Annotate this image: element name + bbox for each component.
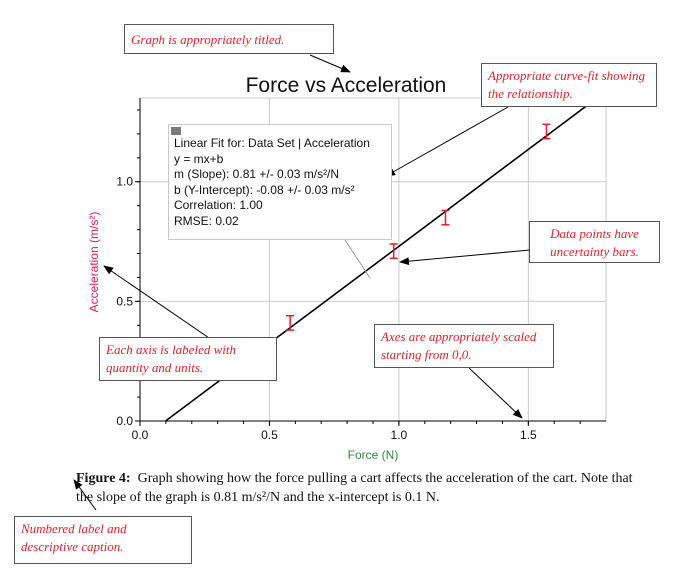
- data-point-error-bar: [441, 209, 450, 226]
- figure-caption: Figure 4: Graph showing how the force pu…: [76, 469, 636, 507]
- caption-callout: Numbered label and descriptive caption.: [14, 516, 192, 564]
- y-tick-label: 0.0: [116, 414, 133, 428]
- data-point-error-bar: [286, 314, 295, 331]
- chart-title: Force vs Acceleration: [246, 74, 447, 97]
- figure-caption-text: Graph showing how the force pulling a ca…: [76, 471, 633, 505]
- x-tick-label: 1.0: [391, 428, 408, 442]
- x-axis-label: Force (N): [348, 448, 399, 462]
- fit-box-connector: [344, 239, 371, 279]
- y-tick-label: 1.0: [116, 175, 133, 189]
- figure-label: Figure 4:: [76, 471, 131, 486]
- uncertainty-callout: Data points have uncertainty bars.: [529, 221, 660, 263]
- data-point-error-bar: [542, 123, 551, 140]
- tick-labels: 0.0 0.5 1.0 1.5 0.0 0.5 1.0: [116, 175, 537, 442]
- x-tick-label: 0.0: [132, 428, 149, 442]
- fit-box-line: y = mx+b: [174, 151, 224, 166]
- data-points: [286, 123, 551, 331]
- axis-label-callout: Each axis is labeled with quantity and u…: [99, 337, 277, 381]
- fit-box-line: b (Y-Intercept): -0.08 +/- 0.03 m/s²: [174, 182, 355, 197]
- y-tick-label: 0.5: [116, 294, 133, 308]
- fit-box-line: RMSE: 0.02: [174, 213, 239, 228]
- title-callout: Graph is appropriately titled.: [124, 24, 334, 54]
- fit-callout: Appropriate curve-fit showing the relati…: [481, 63, 657, 107]
- arrow-fit: [385, 106, 509, 177]
- arrow-caption: [73, 479, 97, 511]
- arrow-uncertainty: [399, 249, 531, 266]
- fit-box-close-icon[interactable]: [171, 127, 181, 135]
- fit-box-line: Correlation: 1.00: [174, 198, 263, 212]
- data-point-error-bar: [389, 243, 398, 260]
- linear-fit-box[interactable]: Linear Fit for: Data Set | Acceleration …: [168, 124, 392, 240]
- x-tick-label: 0.5: [261, 428, 278, 442]
- arrow-scale: [468, 367, 523, 419]
- scale-callout: Axes are appropriately scaled starting f…: [374, 324, 554, 368]
- arrow-title: [309, 54, 351, 73]
- y-axis-label: Acceleration (m/s²): [87, 212, 101, 313]
- x-tick-label: 1.5: [520, 428, 537, 442]
- fit-box-line: Linear Fit for: Data Set | Acceleration: [174, 136, 370, 150]
- arrow-axis-label: [103, 265, 213, 341]
- fit-box-line: m (Slope): 0.81 +/- 0.03 m/s²/N: [174, 167, 340, 181]
